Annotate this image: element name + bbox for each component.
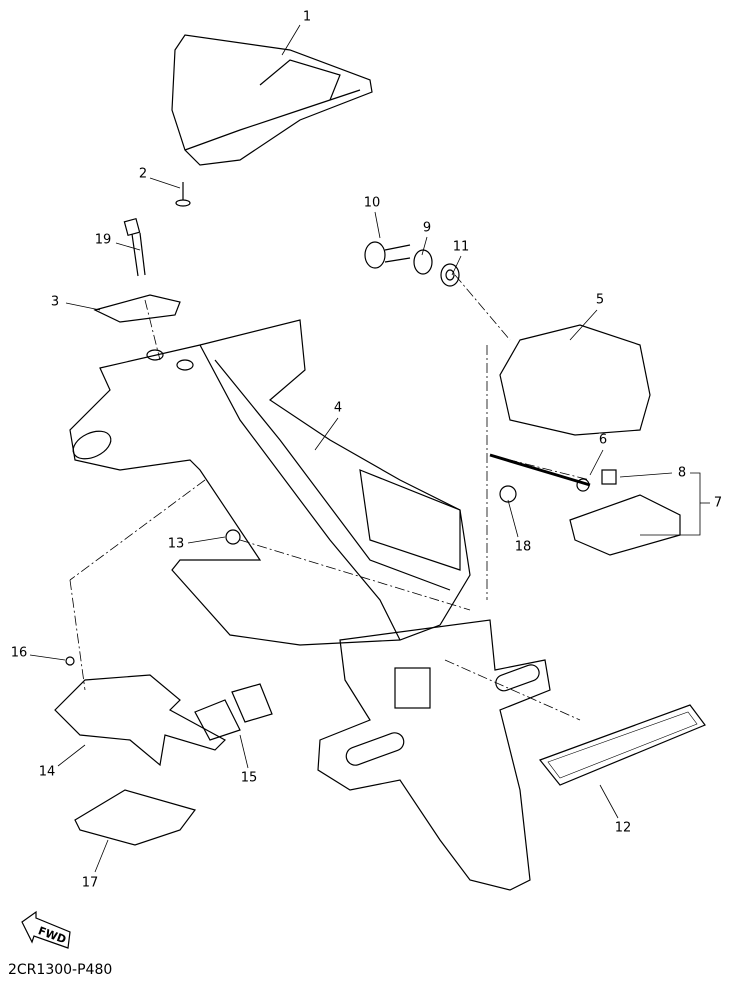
part-license-light (489, 453, 681, 556)
callout-10: 10 (363, 195, 381, 211)
callout-7: 7 (713, 495, 723, 511)
diagram-code: 2CR1300-P480 (8, 962, 113, 978)
fwd-arrow-icon: FWD (21, 910, 71, 949)
part-cover (171, 34, 373, 166)
callout-15: 15 (240, 770, 258, 786)
part-bolt-grommet-collar (364, 241, 460, 287)
part-rear-fender (69, 319, 471, 646)
part-lens-cover (499, 324, 651, 436)
part-license-bracket (317, 619, 551, 891)
leader-lines (29, 24, 710, 873)
callout-19: 19 (94, 232, 112, 248)
callout-2: 2 (138, 166, 148, 182)
assembly-lines (69, 274, 591, 721)
callout-17: 17 (81, 875, 99, 891)
callout-1: 1 (302, 9, 312, 25)
callout-16: 16 (10, 645, 28, 661)
fwd-arrow: FWD (20, 910, 72, 956)
part-screw-16 (65, 656, 75, 666)
callout-4: 4 (333, 400, 343, 416)
callout-9: 9 (422, 220, 432, 236)
part-tray-17 (74, 789, 197, 846)
part-pin (175, 182, 191, 207)
callout-8: 8 (677, 465, 687, 481)
part-plate (93, 294, 181, 323)
callout-3: 3 (50, 294, 60, 310)
part-bolt (123, 217, 146, 277)
callout-13: 13 (167, 536, 185, 552)
part-bracket-14 (54, 674, 226, 767)
callout-5: 5 (595, 292, 605, 308)
callout-12: 12 (614, 820, 632, 836)
callout-18: 18 (514, 539, 532, 555)
part-reflector-12 (539, 704, 706, 786)
part-damper-15 (194, 683, 273, 741)
callout-6: 6 (598, 432, 608, 448)
part-nut-18 (499, 485, 517, 503)
callout-11: 11 (452, 239, 470, 255)
callout-14: 14 (38, 764, 56, 780)
part-collar-13 (225, 529, 241, 545)
